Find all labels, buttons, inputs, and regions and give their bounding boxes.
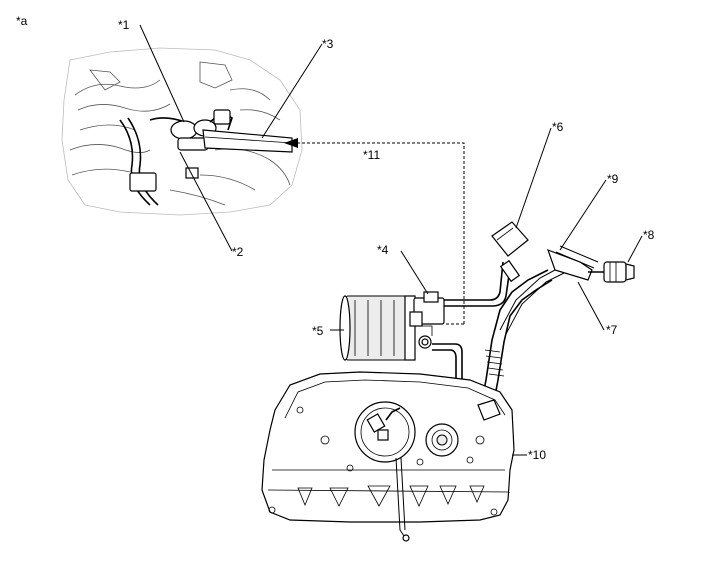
leader-lines [139,24,643,456]
callout-3: *3 [322,37,334,51]
fuel-tank-cap-assembly [491,221,529,283]
callout-8: *8 [643,228,655,242]
callout-5: *5 [312,324,324,338]
fuel-filler-pipe [479,261,575,413]
purge-vsv-valve [409,291,445,349]
hose-route-arrow [284,138,465,325]
callout-1: *1 [118,18,130,32]
vapor-line [444,261,504,301]
callout-4: *4 [377,243,389,257]
vapor-line-2 [444,267,511,307]
fuel-inlet-cap [603,261,635,283]
filler-inlet [547,245,606,281]
callout-11: *11 [363,148,380,162]
callout-10: *10 [528,448,546,462]
callout-9: *9 [607,172,619,186]
engine-compartment-detail [61,47,303,216]
callout-6: *6 [552,120,564,134]
figure-label: *a [16,14,28,28]
charcoal-canister [339,295,416,361]
fuel-tank [261,371,515,542]
callout-7: *7 [606,323,618,337]
callout-2: *2 [232,245,244,259]
